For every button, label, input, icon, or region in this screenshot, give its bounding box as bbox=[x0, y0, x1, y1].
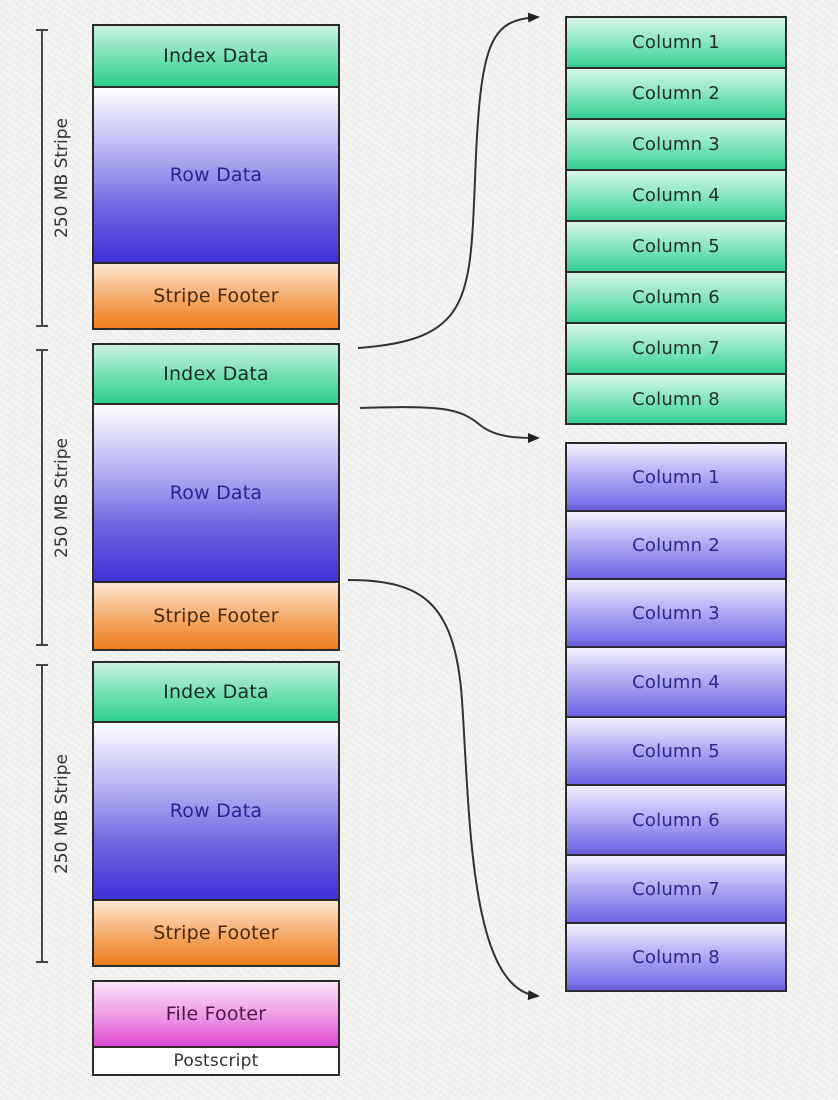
row-column-7: Column 7 bbox=[565, 854, 787, 924]
stripe-2-index-data: Index Data bbox=[92, 343, 340, 405]
index-column-1: Column 1 bbox=[565, 16, 787, 69]
arrow-to-index-columns bbox=[357, 12, 540, 349]
stripe-3-index-data: Index Data bbox=[92, 661, 340, 723]
row-column-2: Column 2 bbox=[565, 510, 787, 580]
index-column-4: Column 4 bbox=[565, 169, 787, 222]
stripe-1-index-data: Index Data bbox=[92, 24, 340, 88]
stripe-bracket-1 bbox=[36, 29, 48, 327]
index-column-2: Column 2 bbox=[565, 67, 787, 120]
stripe-size-label-2: 250 MB Stripe bbox=[52, 438, 72, 559]
stripe-size-label-1: 250 MB Stripe bbox=[52, 118, 72, 239]
arrow-to-row-columns bbox=[359, 406, 540, 443]
index-column-3: Column 3 bbox=[565, 118, 787, 171]
stripe-size-label-3: 250 MB Stripe bbox=[52, 754, 72, 875]
index-column-7: Column 7 bbox=[565, 322, 787, 375]
row-column-4: Column 4 bbox=[565, 646, 787, 718]
row-column-8: Column 8 bbox=[565, 922, 787, 992]
row-column-3: Column 3 bbox=[565, 578, 787, 648]
index-column-8: Column 8 bbox=[565, 373, 787, 425]
row-column-6: Column 6 bbox=[565, 784, 787, 856]
file-footer: File Footer bbox=[92, 980, 340, 1048]
stripe-2-row-data: Row Data bbox=[92, 403, 340, 583]
index-column-6: Column 6 bbox=[565, 271, 787, 324]
row-column-1: Column 1 bbox=[565, 442, 787, 512]
stripe-bracket-3 bbox=[36, 664, 48, 963]
stripe-1-row-data: Row Data bbox=[92, 86, 340, 264]
stripe-2-stripe-footer: Stripe Footer bbox=[92, 581, 340, 651]
postscript: Postscript bbox=[92, 1046, 340, 1076]
row-column-5: Column 5 bbox=[565, 716, 787, 786]
stripe-3-row-data: Row Data bbox=[92, 721, 340, 901]
stripe-bracket-2 bbox=[36, 349, 48, 646]
index-column-5: Column 5 bbox=[565, 220, 787, 273]
arrow-to-stripe-footer-columns bbox=[347, 579, 540, 1001]
stripe-1-stripe-footer: Stripe Footer bbox=[92, 262, 340, 330]
stripe-3-stripe-footer: Stripe Footer bbox=[92, 899, 340, 967]
